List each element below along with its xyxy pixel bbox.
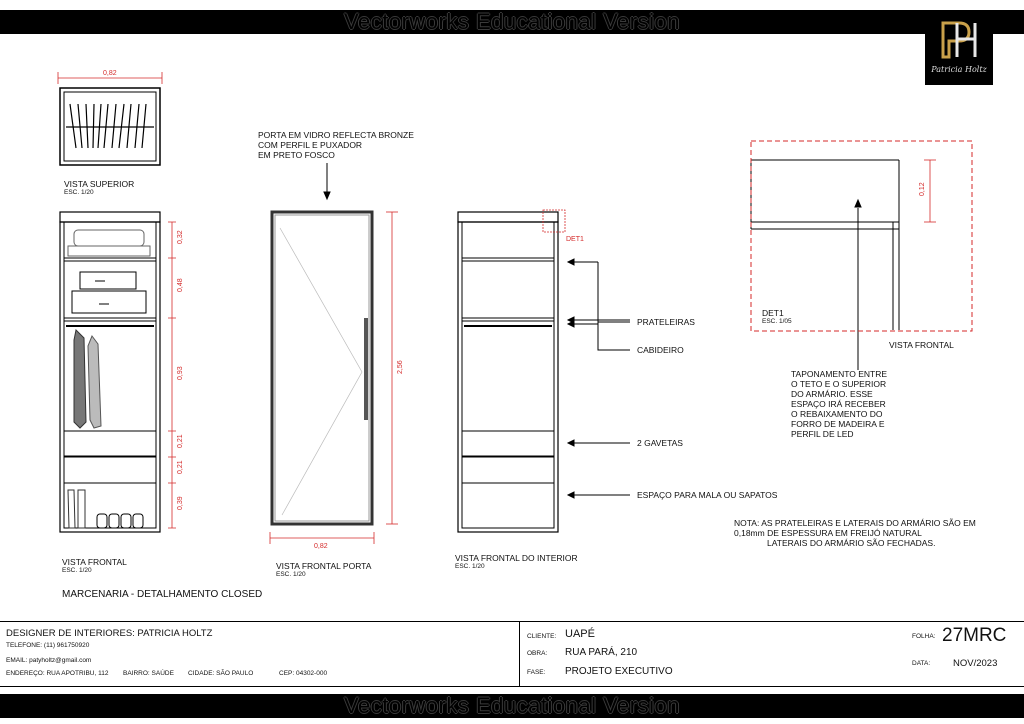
dim-2: 0,93 xyxy=(177,366,184,380)
top-view-title: VISTA SUPERIOR xyxy=(64,179,135,189)
client-label: CLIENTE: xyxy=(527,633,557,640)
watermark-band-top: Vectorworks Educational Version xyxy=(0,10,1024,34)
det1-dim: 0,12 xyxy=(919,182,926,196)
detail-frame xyxy=(750,140,973,332)
note-line-3: LATERAIS DO ARMÁRIO SÃO FECHADAS. xyxy=(767,538,936,548)
interior-leaders xyxy=(566,258,630,499)
front-view xyxy=(59,211,161,533)
det1-marker: DET1 xyxy=(566,236,584,243)
door-view xyxy=(270,163,374,526)
label-space: ESPAÇO PARA MALA OU SAPATOS xyxy=(637,490,778,500)
label-rod: CABIDEIRO xyxy=(637,345,684,355)
detail-note-line-6: FORRO DE MADEIRA E xyxy=(791,419,885,429)
phase-label: FASE: xyxy=(527,669,546,676)
door-note-line-3: EM PRETO FOSCO xyxy=(258,150,335,160)
top-width-dim: 0,82 xyxy=(103,70,117,77)
brand-logo: Patricia Holtz xyxy=(925,13,993,85)
date-value: NOV/2023 xyxy=(953,658,998,669)
label-shelves: PRATELEIRAS xyxy=(637,317,695,327)
dimension-lines xyxy=(57,72,973,544)
dim-1: 0,48 xyxy=(177,278,184,292)
door-note-line-2: COM PERFIL E PUXADOR xyxy=(258,140,363,150)
detail-note-line-5: O REBAIXAMENTO DO xyxy=(791,409,883,419)
dim-5: 0,39 xyxy=(177,496,184,510)
interior-view xyxy=(457,211,559,533)
detail-view-label: VISTA FRONTAL xyxy=(889,340,954,350)
phase-value: PROJETO EXECUTIVO xyxy=(565,666,673,677)
note-line-1: NOTA: AS PRATELEIRAS E LATERAIS DO ARMÁR… xyxy=(734,518,976,528)
client-value: UAPÉ xyxy=(565,628,595,640)
dim-0: 0,32 xyxy=(177,230,184,244)
designer-address: ENDEREÇO: RUA APOTRIBU, 112 xyxy=(6,670,109,677)
designer-city: CIDADE: SÃO PAULO xyxy=(188,670,254,677)
door-view-scale: ESC. 1/20 xyxy=(276,571,306,578)
dim-3: 0,21 xyxy=(177,434,184,448)
top-view-scale: ESC. 1/20 xyxy=(64,189,94,196)
detail-note-line-1: TAPONAMENTO ENTRE xyxy=(791,369,888,379)
door-height-dim: 2,56 xyxy=(397,360,404,374)
watermark-text-bottom: Vectorworks Educational Version xyxy=(344,693,680,718)
door-view-title: VISTA FRONTAL PORTA xyxy=(276,561,372,571)
work-label: OBRA: xyxy=(527,650,548,657)
dimension-texts: 0,82 0,32 0,48 0,93 0,21 0,21 0,39 0,82 … xyxy=(103,70,926,550)
detail-scale: ESC. 1/05 xyxy=(762,318,792,325)
work-value: RUA PARÁ, 210 xyxy=(565,647,638,658)
title-block: DESIGNER DE INTERIORES: PATRICIA HOLTZ T… xyxy=(0,621,1024,687)
ph-monogram-icon xyxy=(941,21,977,59)
detail-note-line-7: PERFIL DE LED xyxy=(791,429,854,439)
door-width-dim: 0,82 xyxy=(314,543,328,550)
front-view-scale: ESC. 1/20 xyxy=(62,567,92,574)
designer-name: DESIGNER DE INTERIORES: PATRICIA HOLTZ xyxy=(6,628,213,639)
top-view-inner xyxy=(63,91,157,162)
designer-cep: CEP: 04302-000 xyxy=(279,670,328,677)
door-note-line-1: PORTA EM VIDRO REFLECTA BRONZE xyxy=(258,130,414,140)
date-label: DATA: xyxy=(912,660,931,667)
interior-view-scale: ESC. 1/20 xyxy=(455,563,485,570)
detail-note-line-4: ESPAÇO IRÁ RECEBER xyxy=(791,399,886,409)
top-view-outline xyxy=(59,87,161,166)
section-title: MARCENARIA - DETALHAMENTO CLOSED xyxy=(62,589,263,600)
designer-phone: TELEFONE: (11) 961750920 xyxy=(6,642,90,649)
sheet-label: FOLHA: xyxy=(912,633,936,640)
logo-signature: Patricia Holtz xyxy=(931,65,987,74)
front-view-title: VISTA FRONTAL xyxy=(62,557,127,567)
watermark-band-bottom: Vectorworks Educational Version xyxy=(0,694,1024,718)
detail-det1 xyxy=(750,159,900,370)
designer-email: EMAIL: patyholtz@gmail.com xyxy=(6,657,92,664)
front-view-clothes xyxy=(67,328,144,529)
detail-note-line-3: DO ARMÁRIO. ESSE xyxy=(791,389,873,399)
detail-title: DET1 xyxy=(762,308,784,318)
detail-note-line-2: O TETO E O SUPERIOR xyxy=(791,379,887,389)
label-drawers: 2 GAVETAS xyxy=(637,438,683,448)
note-line-2: 0,18mm DE ESPESSURA EM FREIJÓ NATURAL xyxy=(734,528,922,538)
top-view-hangers xyxy=(66,103,154,149)
dim-4: 0,21 xyxy=(177,460,184,474)
interior-view-title: VISTA FRONTAL DO INTERIOR xyxy=(455,553,578,563)
designer-district: BAIRRO: SAÚDE xyxy=(123,670,174,677)
watermark-text-top: Vectorworks Educational Version xyxy=(344,9,680,34)
sheet-value: 27MRC xyxy=(942,625,1007,646)
title-block-divider xyxy=(519,622,520,686)
